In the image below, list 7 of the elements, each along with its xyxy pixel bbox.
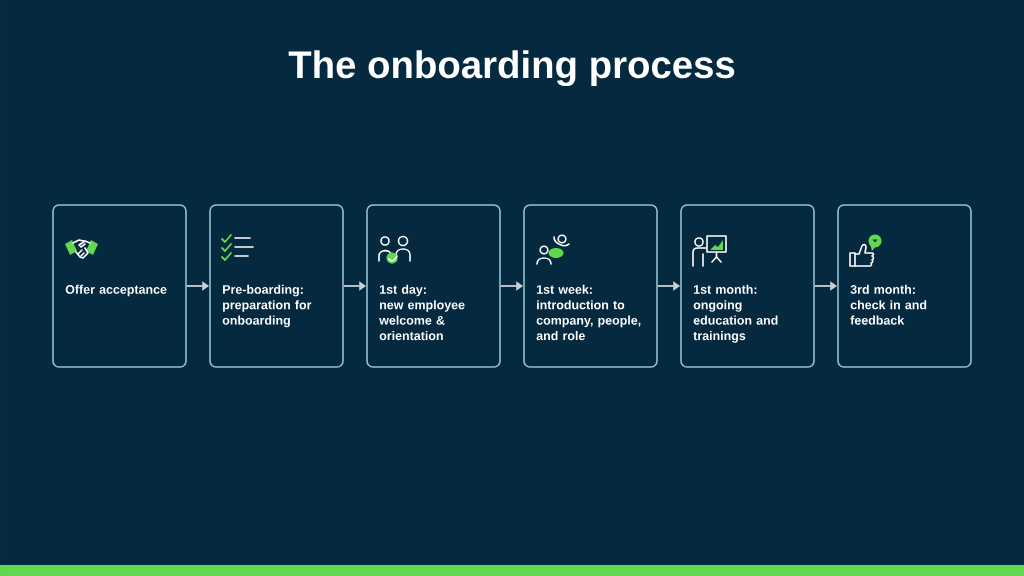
step-box: 3rd month: check in and feedback — [837, 204, 972, 368]
title: The onboarding process — [288, 50, 735, 87]
step-box: 1st week: introduction to company, people, and role — [523, 204, 658, 368]
step-box: Pre-boarding: preparation for onboarding — [209, 204, 344, 368]
step-box: 1st month: ongoing education and trainings — [680, 204, 815, 368]
step-box: Offer acceptance — [52, 204, 187, 368]
step-box: 1st day: new employee welcome & orientation — [366, 204, 501, 368]
